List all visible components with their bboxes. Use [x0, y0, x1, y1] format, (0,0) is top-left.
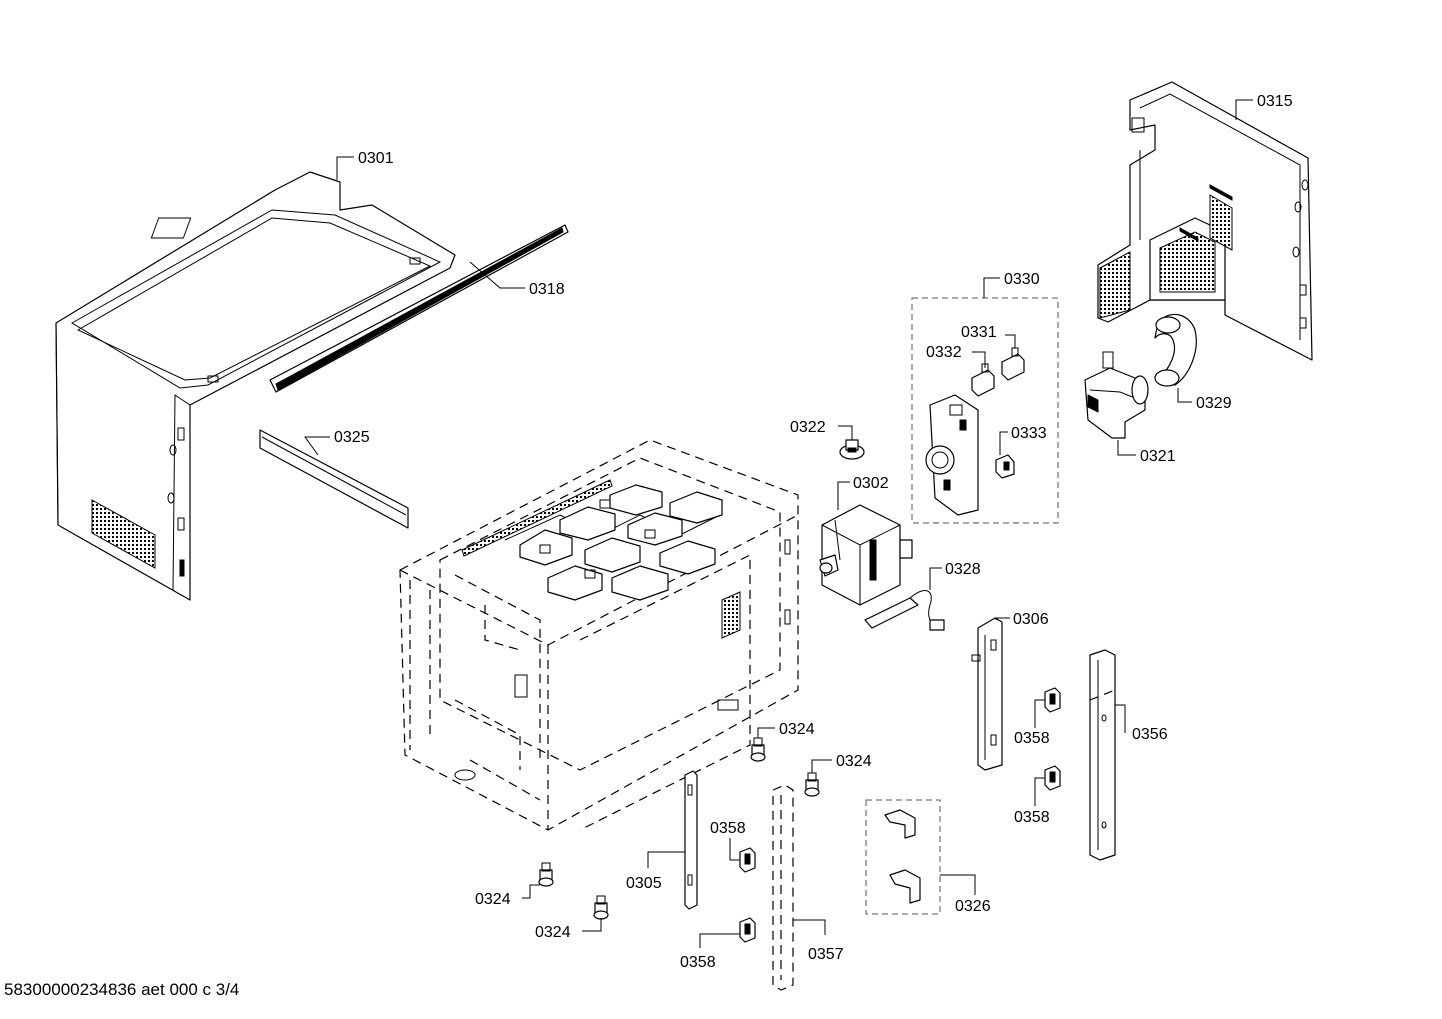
label-0318[interactable]: 0318	[529, 281, 565, 298]
label-0356[interactable]: 0356	[1132, 726, 1168, 743]
part-0358-clip-middle-left[interactable]	[739, 847, 756, 873]
label-0324c[interactable]: 0324	[475, 891, 511, 908]
label-0301[interactable]: 0301	[358, 150, 394, 167]
leader-0306	[995, 617, 1010, 620]
label-0358a[interactable]: 0358	[1014, 730, 1050, 747]
part-0305-door-strip[interactable]	[684, 770, 698, 910]
leader-0324c	[522, 884, 540, 899]
part-0358-clip-lower-right[interactable]	[1044, 765, 1061, 791]
oven-cavity-frame	[399, 439, 799, 831]
leader-0324b	[811, 759, 832, 773]
label-0358d[interactable]: 0358	[680, 954, 716, 971]
part-0358-clip-lower-left[interactable]	[739, 917, 756, 943]
leader-0357	[793, 919, 826, 935]
part-0356-door-strip[interactable]	[1089, 649, 1116, 861]
label-0328[interactable]: 0328	[945, 561, 981, 578]
label-0305[interactable]: 0305	[626, 875, 662, 892]
leader-0328	[929, 567, 942, 590]
label-0330[interactable]: 0330	[1004, 271, 1040, 288]
label-0329[interactable]: 0329	[1196, 395, 1232, 412]
label-0324d[interactable]: 0324	[535, 924, 571, 941]
leader-0329	[1177, 388, 1192, 403]
leader-0358d	[699, 933, 740, 948]
part-0302-magnetron[interactable]	[819, 504, 913, 606]
group-0326-brackets[interactable]	[865, 799, 941, 915]
switch-bracket	[925, 394, 979, 516]
part-0331-micro-switch[interactable]	[1001, 347, 1025, 381]
leader-0324d	[582, 918, 602, 932]
label-0321[interactable]: 0321	[1140, 448, 1176, 465]
part-0324-foot-c[interactable]	[538, 862, 554, 887]
label-0325[interactable]: 0325	[334, 429, 370, 446]
part-0358-clip-upper-right[interactable]	[1044, 687, 1061, 713]
leader-0332	[972, 351, 986, 368]
leader-0331	[1005, 334, 1016, 348]
part-0325-trim-plate[interactable]	[259, 429, 409, 529]
part-0324-foot-b[interactable]	[804, 772, 820, 797]
leader-0302	[837, 481, 850, 510]
label-0324a[interactable]: 0324	[779, 721, 815, 738]
part-0332-micro-switch[interactable]	[971, 363, 995, 397]
label-0322[interactable]: 0322	[790, 419, 826, 436]
leader-0358a	[1034, 699, 1045, 728]
leader-0326	[940, 874, 976, 895]
leader-0321	[1117, 440, 1136, 456]
leader-0333	[999, 431, 1008, 455]
part-0306-hinge-bracket[interactable]	[971, 617, 1003, 771]
part-0329-duct-hose[interactable]	[1154, 313, 1197, 387]
part-0315-rear-panel[interactable]	[1097, 81, 1313, 361]
leader-0358b	[1034, 777, 1045, 806]
leader-0315	[1235, 99, 1253, 120]
part-0301-outer-casing[interactable]	[55, 171, 456, 601]
leader-0356	[1115, 704, 1126, 733]
label-0357[interactable]: 0357	[808, 946, 844, 963]
leader-0324a	[757, 727, 775, 738]
part-0322-thermostat[interactable]	[839, 439, 865, 460]
label-0331[interactable]: 0331	[961, 324, 997, 341]
part-0333-micro-switch[interactable]	[995, 454, 1015, 479]
label-0333[interactable]: 0333	[1011, 425, 1047, 442]
label-0332[interactable]: 0332	[926, 344, 962, 361]
label-0306[interactable]: 0306	[1013, 611, 1049, 628]
leader-0325	[304, 436, 330, 456]
cavity-honeycomb-top	[519, 484, 723, 601]
part-0328-sensor-cable[interactable]	[864, 590, 945, 631]
label-0324b[interactable]: 0324	[836, 753, 872, 770]
part-0324-foot-a[interactable]	[750, 737, 766, 762]
part-0318-seal-strip[interactable]	[269, 224, 569, 393]
leader-0318	[469, 261, 525, 289]
group-0330-switch-assembly[interactable]	[911, 297, 1059, 524]
leader-0358c	[729, 838, 740, 861]
label-0358b[interactable]: 0358	[1014, 809, 1050, 826]
part-0357-door-strip[interactable]	[772, 784, 794, 991]
part-0324-foot-d[interactable]	[593, 895, 609, 920]
label-0315[interactable]: 0315	[1257, 93, 1293, 110]
document-footer-id: 58300000234836 aet 000 c 3/4	[4, 980, 240, 999]
leader-0301	[336, 156, 354, 180]
part-0321-fan-housing[interactable]	[1084, 351, 1149, 439]
label-0358c[interactable]: 0358	[710, 820, 746, 837]
leader-0330	[983, 277, 1000, 298]
label-0326[interactable]: 0326	[955, 898, 991, 915]
label-0302[interactable]: 0302	[853, 475, 889, 492]
leader-0322	[838, 425, 853, 440]
leader-0305	[647, 851, 685, 868]
